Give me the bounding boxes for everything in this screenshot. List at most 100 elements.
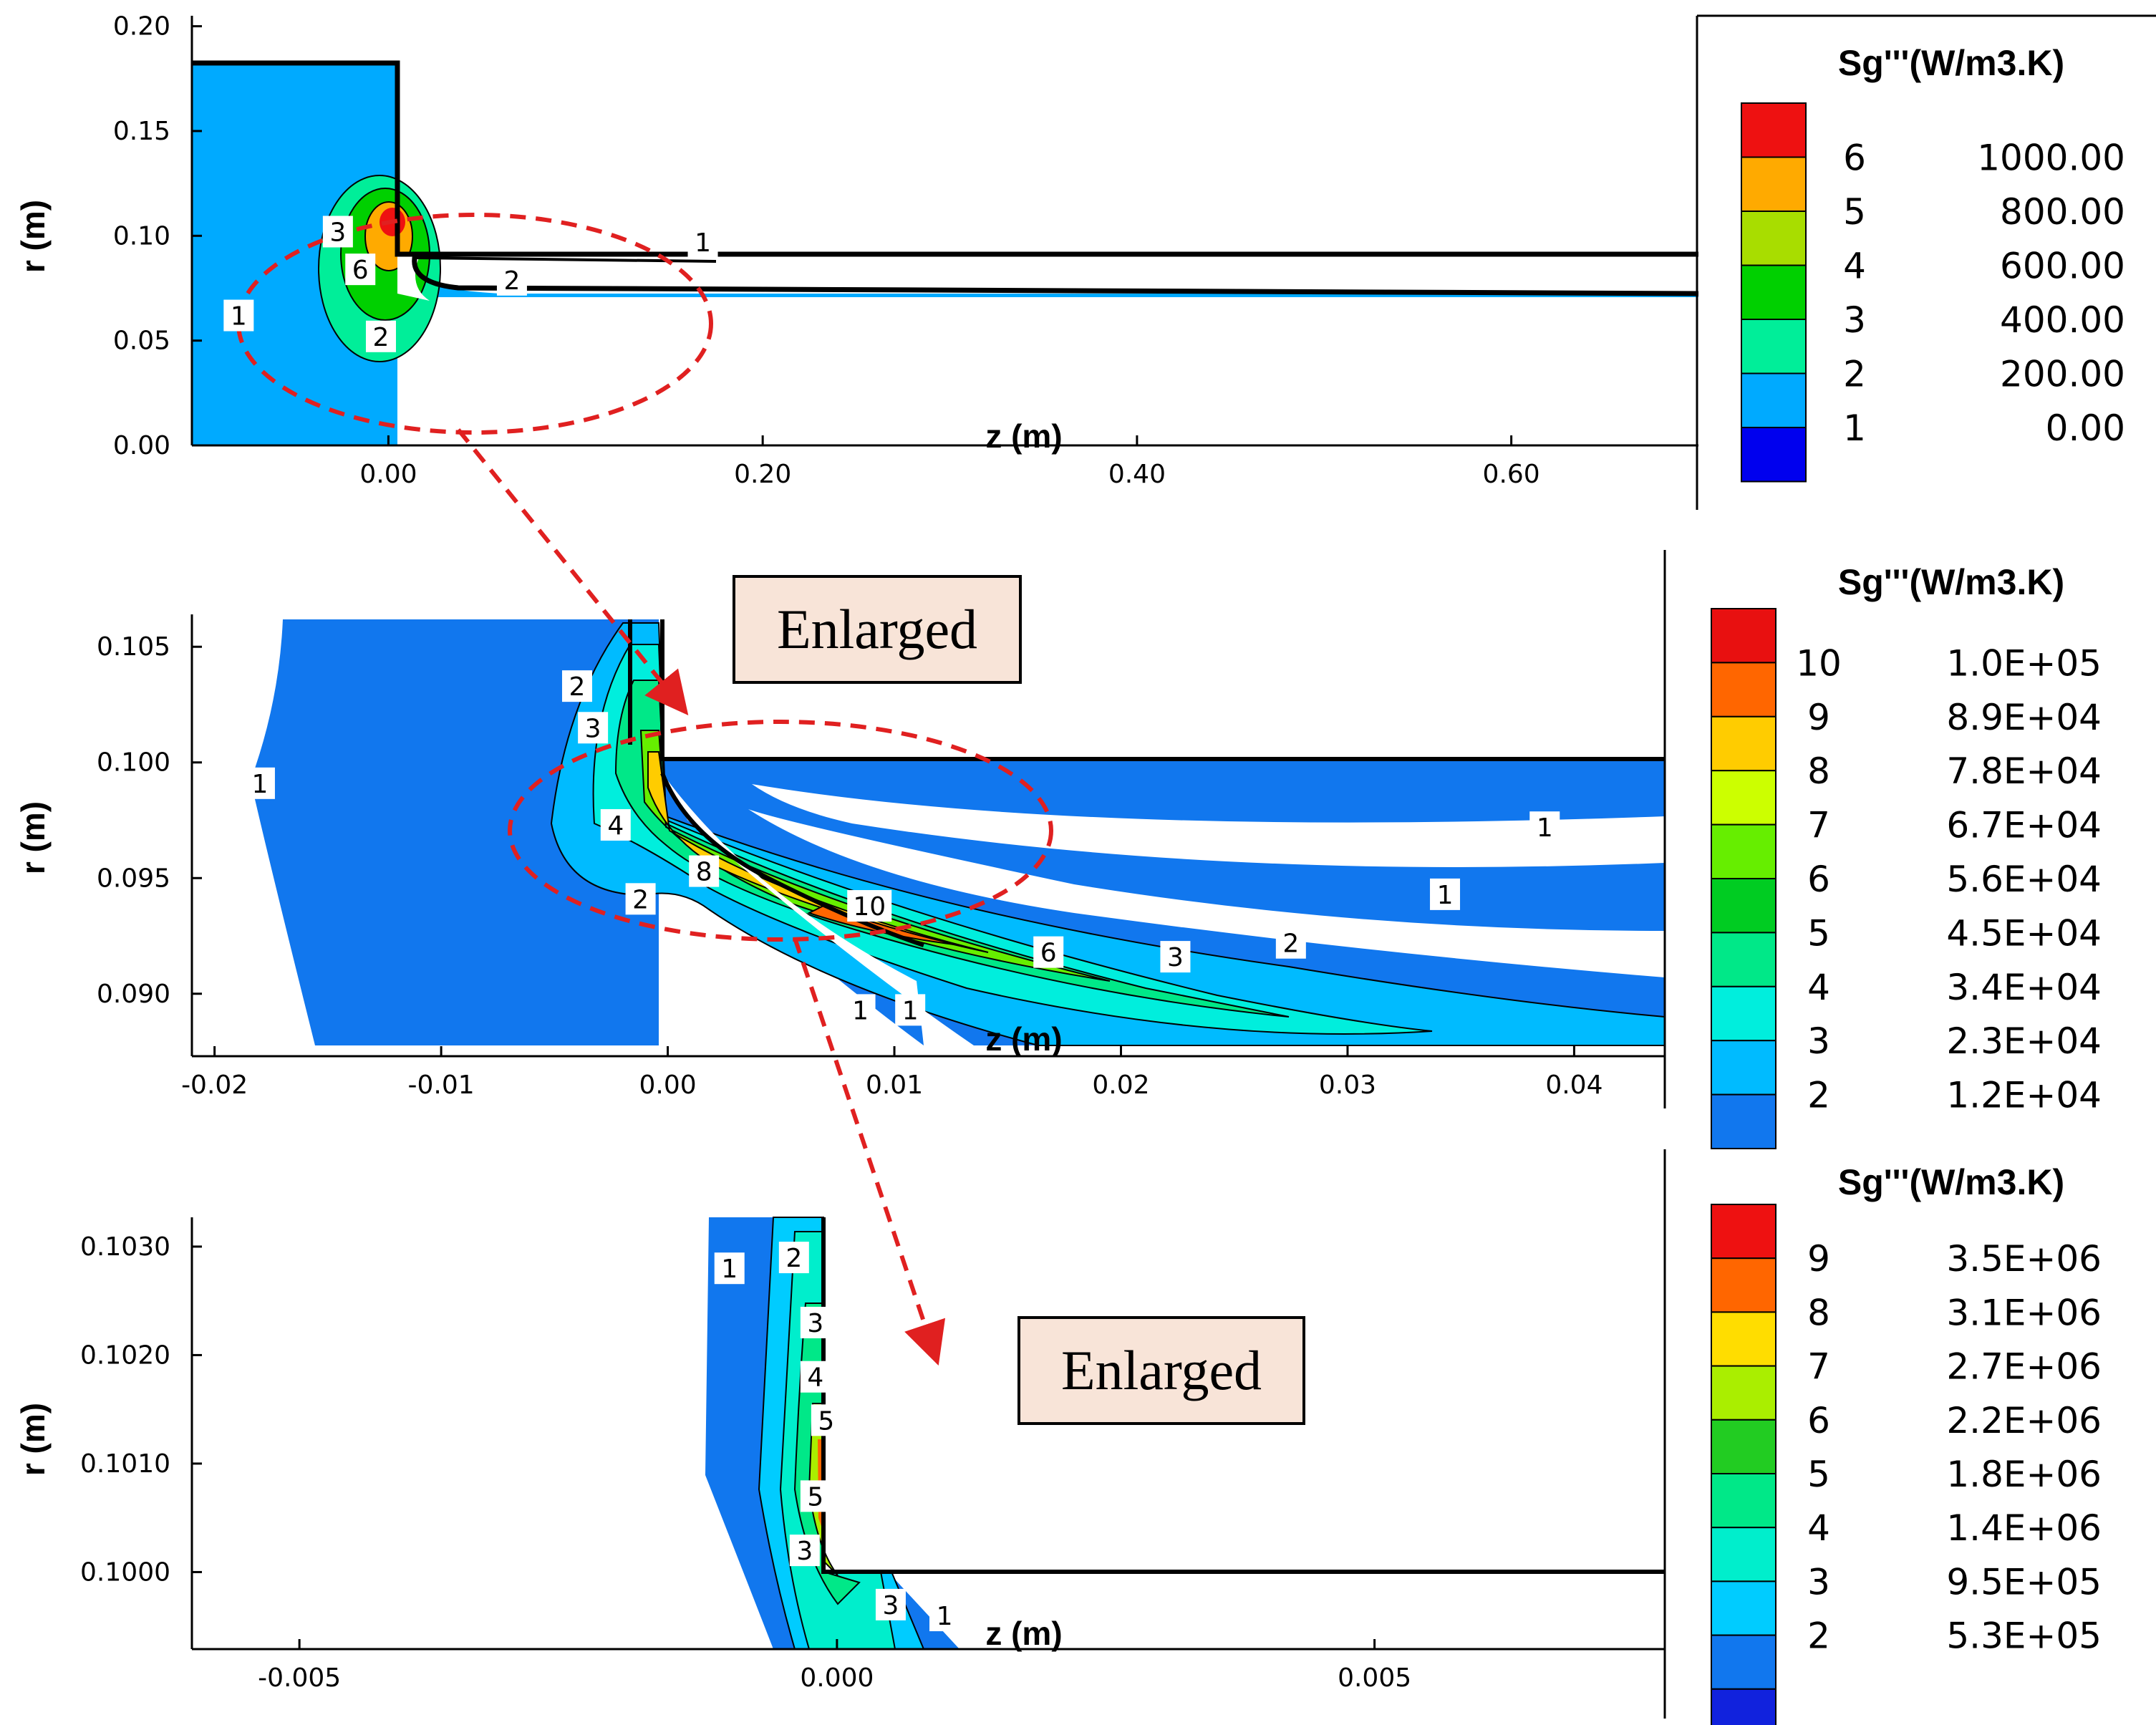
contour-label: 1 [1529,811,1560,844]
y-tick-label: 0.1000 [80,1557,170,1587]
contour-label: 5 [800,1480,831,1512]
legend-level: 7 [1807,1346,1830,1388]
x-tick-label: -0.005 [258,1663,341,1693]
legend-swatch [1741,372,1807,428]
legend-swatch [1711,1093,1776,1149]
legend-level: 10 [1796,642,1842,684]
legend-title: Sg'''(W/m3.K) [1838,1162,2064,1202]
contour-label-text: 1 [231,302,247,332]
x-axis-label: z (m) [985,1615,1062,1652]
legend-level: 3 [1843,299,1866,341]
legend-swatch [1741,102,1807,158]
legend-swatch [1741,156,1807,212]
legend-level: 2 [1807,1075,1830,1116]
mid-lower-gap [748,809,1665,977]
contour-label: 2 [561,670,592,702]
contour-label-text: 3 [585,714,601,743]
contour-label: 8 [689,855,720,887]
legend-level: 4 [1807,1507,1830,1549]
y-axis-label: r (m) [14,200,52,273]
legend-value: 1.4E+06 [1946,1507,2102,1549]
y-tick-label: 0.20 [113,12,170,42]
callout-enlarged-1-text: Enlarged [777,598,977,660]
legend-level: 2 [1807,1615,1830,1657]
y-tick-label: 0.1010 [80,1449,170,1479]
y-tick-label: 0.05 [113,327,170,356]
contour-label-text: 3 [329,218,346,247]
contour-label-text: 1 [937,1602,953,1631]
contour-label-text: 2 [1282,929,1299,959]
contour-label-text: 2 [632,885,649,914]
contour-label: 1 [244,767,275,799]
contour-label-text: 3 [796,1537,813,1566]
y-tick-label: 0.090 [97,980,170,1009]
contour-label: 3 [875,1588,906,1620]
legend-value: 1.0E+05 [1946,1723,2102,1725]
legend-swatch [1711,1257,1776,1313]
legend-level: 8 [1807,1292,1830,1333]
top-gap-region [397,254,1698,294]
y-axis-label: r (m) [14,1403,52,1476]
x-tick-label: 0.000 [800,1663,874,1693]
mid-upper-gap [752,784,1665,867]
contour-label: 2 [496,264,527,296]
legend-swatch [1711,608,1776,664]
legend-value: 9.5E+05 [1946,1561,2102,1603]
y-tick-label: 0.105 [97,632,170,662]
contour-label: 1 [895,994,926,1026]
x-tick-label: 0.40 [1108,460,1166,489]
legend-swatch [1711,985,1776,1042]
y-tick-label: 0.00 [113,431,170,460]
legend-swatch [1711,932,1776,987]
legend-swatch [1711,1311,1776,1367]
y-tick-label: 0.10 [113,221,170,251]
legend-value: 1.0E+05 [1946,642,2102,684]
mid-cutout [662,773,974,1045]
legend-value: 1000.00 [1977,137,2125,179]
legend-value: 1.2E+04 [1946,1075,2102,1116]
legend-level: 5 [1807,912,1830,954]
y-axis-label: r (m) [14,801,52,874]
legend-level: 9 [1807,697,1830,738]
y-tick-label: 0.100 [97,748,170,778]
legend-swatch [1711,1365,1776,1421]
legend-title: Sg'''(W/m3.K) [1838,562,2064,602]
legend-swatch [1711,1580,1776,1636]
contour-label-text: 1 [1437,881,1454,910]
x-tick-label: 0.01 [866,1071,923,1100]
contour-label-text: 2 [785,1244,802,1273]
legend-value: 200.00 [2000,354,2125,395]
legend-value: 3.1E+06 [1946,1292,2102,1333]
y-tick-label: 0.095 [97,864,170,893]
legend-level: 1 [1807,1723,1830,1725]
x-tick-label: 0.04 [1545,1071,1603,1100]
contour-label-text: 3 [882,1591,899,1620]
legend-swatch [1711,770,1776,826]
x-tick-label: 0.02 [1092,1071,1149,1100]
x-tick-label: 0.005 [1338,1663,1411,1693]
legend-level: 4 [1807,967,1830,1008]
y-tick-label: 0.1020 [80,1340,170,1370]
legend-value: 6.7E+04 [1946,805,2102,846]
legend-level: 6 [1807,859,1830,900]
legend-swatch [1711,878,1776,934]
x-tick-label: -0.01 [408,1071,475,1100]
contour-label: 3 [322,216,353,248]
legend-level: 3 [1807,1020,1830,1062]
contour-label-text: 1 [721,1255,738,1284]
legend-value: 4.5E+04 [1946,912,2102,954]
contour-label-text: 6 [352,256,369,285]
legend-value: 3.5E+06 [1946,1238,2102,1280]
legend-value: 7.8E+04 [1946,750,2102,792]
contour-label: 5 [811,1404,841,1436]
legend-value: 3.4E+04 [1946,967,2102,1008]
contour-label-text: 4 [807,1363,823,1393]
contour-label-text: 2 [373,323,390,352]
legend-value: 400.00 [2000,299,2125,341]
legend-value: 8.9E+04 [1946,697,2102,738]
contour-label-text: 3 [807,1309,823,1338]
